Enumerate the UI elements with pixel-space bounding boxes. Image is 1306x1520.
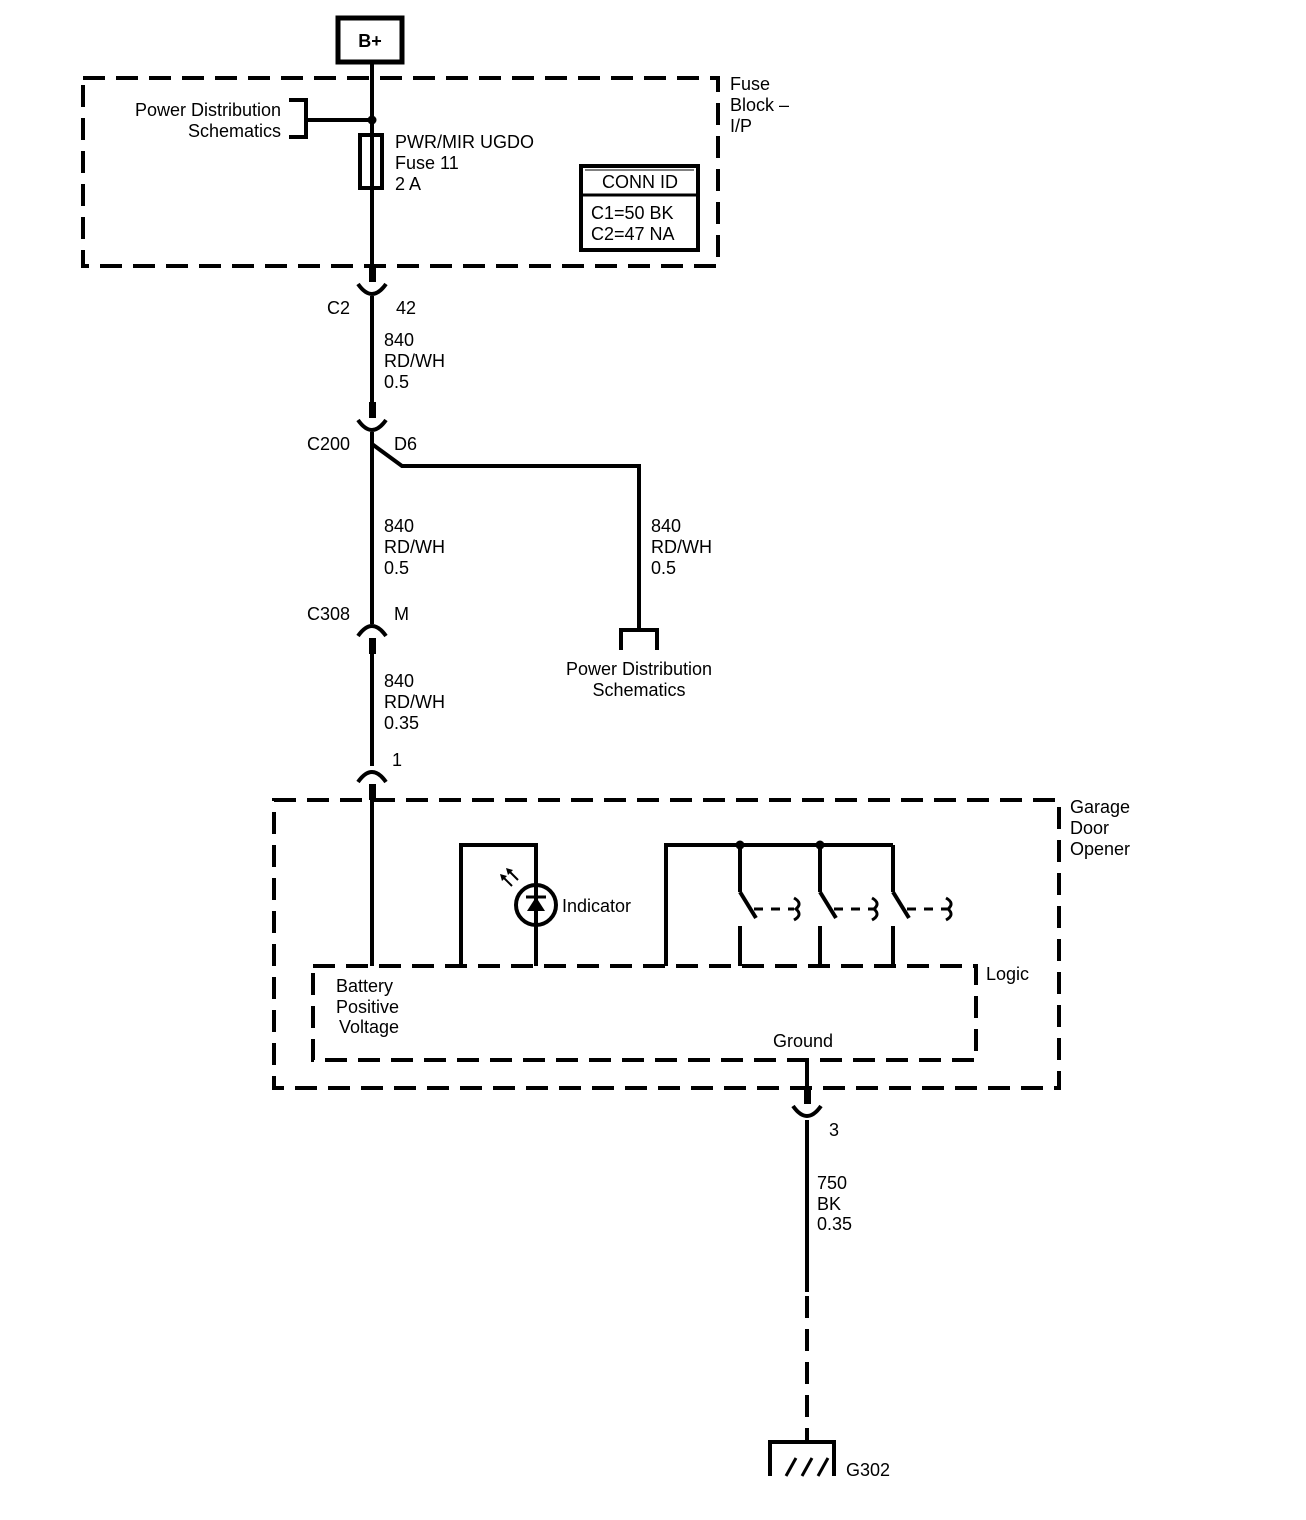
branch-ref-line-2: Schematics [592, 680, 685, 700]
wire-2-circuit: 840 [384, 516, 414, 536]
indicator-label: Indicator [562, 896, 631, 916]
switch-bus-dot-2 [815, 840, 825, 850]
fuse-rating: 2 A [395, 174, 421, 194]
ground-label: Ground [773, 1031, 833, 1051]
wire-1-circuit: 840 [384, 330, 414, 350]
connector-c308 [356, 624, 388, 654]
fuse-power-ref-line-1: Power Distribution [135, 100, 281, 120]
switch-1 [738, 890, 758, 966]
opener-pin-1: 1 [392, 750, 402, 770]
wire-2-size: 0.5 [384, 558, 409, 578]
wire-5-size: 0.35 [817, 1214, 852, 1234]
wire-5-color: BK [817, 1194, 841, 1214]
connector-opener-pin-1 [356, 770, 388, 800]
battery-label: B+ [358, 31, 382, 51]
logic-box [311, 964, 978, 1062]
opener-label-1: Garage [1070, 797, 1130, 817]
branch-wire [370, 442, 641, 630]
connector-c308-name: C308 [307, 604, 350, 624]
wire-3-size: 0.5 [651, 558, 676, 578]
fuse-block-label-3: I/P [730, 116, 752, 136]
wire-5-circuit: 750 [817, 1173, 847, 1193]
bpv-line-3: Voltage [339, 1017, 399, 1037]
bpv-line-1: Battery [336, 976, 393, 996]
fuse-block-label-1: Fuse [730, 74, 770, 94]
wire-1-size: 0.5 [384, 372, 409, 392]
indicator-loop-wire [459, 843, 538, 966]
fuse-block-border [81, 76, 720, 268]
opener-label-2: Door [1070, 818, 1109, 838]
indicator-led-icon [500, 868, 558, 927]
connector-c2-pin: 42 [396, 298, 416, 318]
branch-ref-bracket [619, 628, 659, 650]
wire-1-color: RD/WH [384, 351, 445, 371]
connector-c2 [356, 266, 388, 296]
switch-3 [891, 890, 911, 966]
wire-4-circuit: 840 [384, 671, 414, 691]
conn-id-row-1: C1=50 BK [591, 203, 674, 223]
ground-id: G302 [846, 1460, 890, 1480]
conn-id-header: CONN ID [602, 172, 678, 192]
fuse-name: PWR/MIR UGDO [395, 132, 534, 152]
connector-c308-pin: M [394, 604, 409, 624]
fuse-block-label-2: Block – [730, 95, 789, 115]
fuse-number: Fuse 11 [395, 153, 459, 173]
opener-label-3: Opener [1070, 839, 1130, 859]
conn-id-row-2: C2=47 NA [591, 224, 675, 244]
bpv-line-2: Positive [336, 997, 399, 1017]
connector-c200-pin: D6 [394, 434, 417, 454]
wire-4-size: 0.35 [384, 713, 419, 733]
opener-pin-3: 3 [829, 1120, 839, 1140]
switch-common-bus [664, 843, 893, 966]
switch-bus-dot-1 [735, 840, 745, 850]
wire-3-circuit: 840 [651, 516, 681, 536]
switch-stop-3 [945, 896, 953, 922]
switch-stop-2 [871, 896, 879, 922]
fuse-power-ref-line-2: Schematics [188, 121, 281, 141]
fuse-power-ref-bracket [289, 98, 308, 139]
connector-c200-name: C200 [307, 434, 350, 454]
switch-stop-1 [793, 896, 801, 922]
battery-positive-box: B+ [335, 15, 405, 65]
logic-label: Logic [986, 964, 1029, 984]
branch-ref-line-1: Power Distribution [566, 659, 712, 679]
chassis-ground-icon [768, 1440, 836, 1477]
switch-2 [818, 890, 838, 966]
wire-2-color: RD/WH [384, 537, 445, 557]
conn-id-box: CONN ID C1=50 BK C2=47 NA [579, 164, 700, 252]
connector-c2-name: C2 [327, 298, 350, 318]
connector-opener-pin-3 [791, 1088, 823, 1118]
wire-3-color: RD/WH [651, 537, 712, 557]
wire-4-color: RD/WH [384, 692, 445, 712]
connector-c200 [356, 402, 388, 432]
garage-door-opener-border [272, 798, 1061, 1090]
